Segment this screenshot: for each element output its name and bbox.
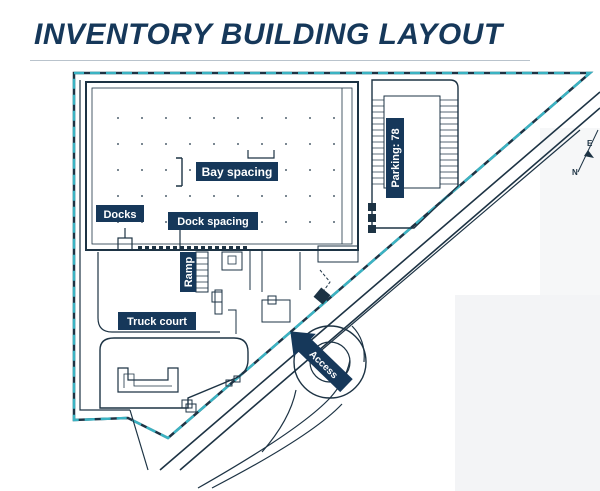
dock-door [180, 246, 184, 250]
dock-door [159, 246, 163, 250]
column-dot [285, 195, 287, 197]
ramp-structure [195, 251, 209, 293]
column-dot [213, 195, 215, 197]
label-parking: Parking: 78 [386, 118, 404, 198]
gate-marker [313, 287, 331, 305]
column-dot [333, 117, 335, 119]
column-dot [237, 117, 239, 119]
column-dot [165, 143, 167, 145]
compass-east-label: E [587, 139, 593, 148]
column-dot [261, 221, 263, 223]
column-dot [261, 195, 263, 197]
column-dot [309, 195, 311, 197]
label-bay-spacing: Bay spacing [196, 162, 278, 181]
truck-court-label: Truck court [127, 316, 187, 328]
column-dot [141, 195, 143, 197]
column-dot [309, 169, 311, 171]
page-title: INVENTORY BUILDING LAYOUT [34, 18, 503, 51]
column-dot [333, 169, 335, 171]
column-dot [285, 143, 287, 145]
dock-door [229, 246, 233, 250]
column-dot [189, 117, 191, 119]
column-dot [333, 221, 335, 223]
site-edge [129, 409, 149, 471]
parking-lot [371, 79, 459, 229]
column-dot [165, 195, 167, 197]
column-dot [189, 143, 191, 145]
column-dot [117, 117, 119, 119]
column-dot [285, 169, 287, 171]
title-divider [30, 60, 530, 61]
office-area [221, 245, 359, 292]
column-dot [213, 143, 215, 145]
dock-door [208, 246, 212, 250]
column-dot [117, 169, 119, 171]
dock-spacing-label: Dock spacing [177, 216, 249, 228]
column-dot [237, 143, 239, 145]
compass: N E [572, 129, 599, 177]
column-dot [141, 143, 143, 145]
column-dot [213, 117, 215, 119]
dock-door [236, 246, 240, 250]
bay-spacing-bracket [176, 150, 275, 187]
label-docks: Docks [96, 205, 144, 222]
column-dot [285, 221, 287, 223]
parking-stalls [372, 99, 458, 185]
dock-door [222, 246, 226, 250]
trailer-loop [99, 337, 249, 413]
access-arrow: Access [290, 331, 353, 393]
column-dot [165, 117, 167, 119]
dock-door [166, 246, 170, 250]
column-dot [165, 221, 167, 223]
column-dot [309, 221, 311, 223]
column-dot [261, 143, 263, 145]
dock-door [201, 246, 205, 250]
dock-door [187, 246, 191, 250]
label-ramp: Ramp [180, 252, 196, 292]
column-dot [333, 195, 335, 197]
docks-label: Docks [103, 209, 136, 221]
column-dot [165, 169, 167, 171]
dock-door [152, 246, 156, 250]
column-dot [189, 195, 191, 197]
column-dot [309, 117, 311, 119]
column-dot [117, 195, 119, 197]
column-dot [141, 117, 143, 119]
accessible-stalls [368, 203, 376, 233]
column-dot [117, 143, 119, 145]
column-dot [261, 117, 263, 119]
column-dot [333, 143, 335, 145]
dock-door [194, 246, 198, 250]
dock-door [145, 246, 149, 250]
column-dot [237, 195, 239, 197]
column-dot [141, 169, 143, 171]
dock-door [215, 246, 219, 250]
parking-label: Parking: 78 [390, 128, 402, 187]
label-dock-spacing: Dock spacing [168, 212, 258, 230]
dock-doors [138, 246, 247, 250]
property-boundary [72, 71, 594, 440]
highway [159, 91, 600, 471]
compass-north-label: N [572, 168, 578, 177]
dock-door [138, 246, 142, 250]
site-edge [79, 80, 130, 411]
label-truck-court: Truck court [118, 312, 196, 330]
column-dot [189, 169, 191, 171]
truck-court-drive [97, 252, 291, 334]
dock-door [173, 246, 177, 250]
column-dot [285, 117, 287, 119]
offsite-ground [455, 295, 600, 491]
roundabout [197, 325, 367, 489]
column-dot [309, 143, 311, 145]
dock-door [243, 246, 247, 250]
bay-spacing-label: Bay spacing [202, 165, 273, 179]
ramp-label: Ramp [183, 256, 195, 287]
